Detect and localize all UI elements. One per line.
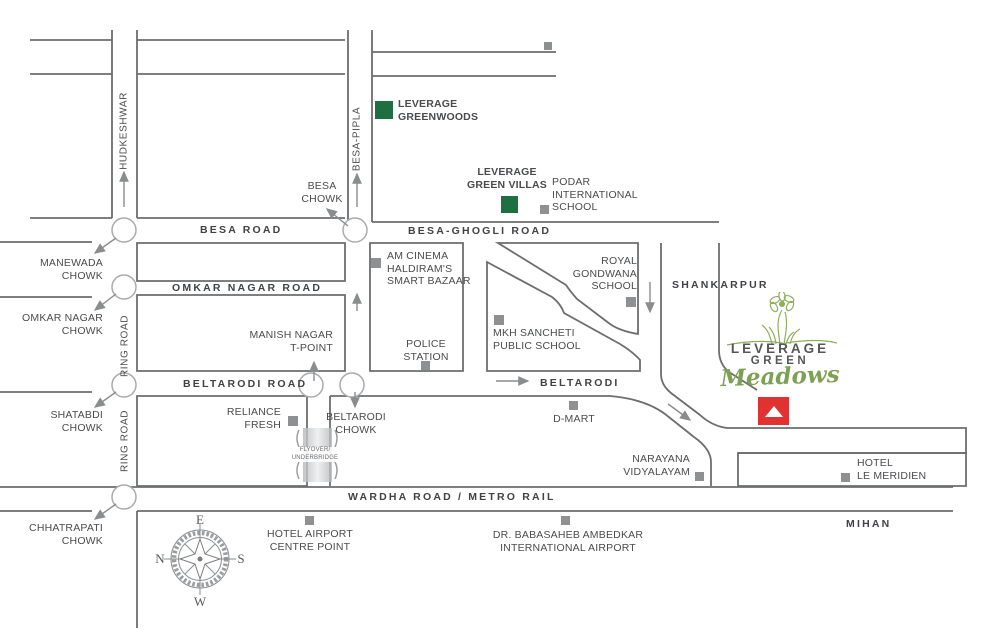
omkar-nagar-road-label: OMKAR NAGAR ROAD: [172, 282, 323, 294]
chhatrapati-chowk-label: CHHATRAPATI CHOWK: [29, 522, 103, 547]
shankarpur-label: SHANKARPUR: [672, 279, 769, 291]
ring-road-label-lower: RING ROAD: [119, 409, 131, 473]
compass-left-label: N: [155, 551, 165, 566]
wardha-road-label: WARDHA ROAD / METRO RAIL: [348, 491, 556, 503]
beltarodi-chowk-label: BELTARODI CHOWK: [326, 411, 386, 436]
junction-circles: [111, 217, 368, 510]
dmart-marker: [569, 401, 578, 410]
compass-top-label: E: [196, 512, 204, 527]
beltarodi-dir-label: BELTARODI: [540, 377, 620, 389]
podar-label: PODAR INTERNATIONAL SCHOOL: [552, 176, 638, 214]
ring-road-label-upper: RING ROAD: [119, 314, 131, 378]
compass-rose: E N S W: [155, 512, 244, 609]
dmart-label: D-MART: [553, 413, 595, 425]
le-meridien-label: HOTEL LE MERIDIEN: [857, 457, 927, 482]
narayana-label: NARAYANA VIDYALAYAM: [623, 453, 690, 478]
shatabdi-arrow: [93, 391, 117, 408]
brand-name-meadows: Meadows: [719, 360, 841, 393]
roads: [0, 30, 967, 628]
podar-marker: [540, 205, 549, 214]
narayana-marker: [695, 472, 704, 481]
southeast-dir-arrow: [667, 403, 692, 421]
compass-right-label: S: [237, 551, 244, 566]
plant-sketch-icon: [726, 292, 838, 346]
shatabdi-chowk-label: SHATABDI CHOWK: [50, 409, 103, 434]
manewada-arrow: [93, 237, 117, 254]
am-cinema-marker: [371, 258, 381, 268]
brand-name-green: GREEN: [750, 355, 810, 367]
greenwoods-marker: [375, 101, 393, 119]
airport-centre-marker: [305, 516, 314, 525]
besa-ghogli-road-label: BESA-GHOGLI ROAD: [408, 225, 552, 237]
villas-label: LEVERAGE GREEN VILLAS: [467, 166, 547, 191]
mkh-marker: [494, 315, 504, 325]
omkar-arrow: [93, 293, 117, 311]
mihan-label: MIHAN: [846, 518, 892, 530]
besa-chowk-label: BESA CHOWK: [301, 180, 343, 205]
beltarodi-road-label: BELTARODI ROAD: [183, 378, 308, 390]
direction-arrows: [93, 170, 692, 520]
project-location-marker: [758, 397, 789, 425]
compass-bottom-label: W: [194, 594, 207, 609]
royal-label: ROYAL GONDWANA SCHOOL: [572, 255, 637, 293]
manewada-chowk-label: MANEWADA CHOWK: [39, 257, 103, 282]
airport-centre-label: HOTEL AIRPORT CENTRE POINT: [266, 528, 354, 553]
greenwoods-label: LEVERAGE GREENWOODS: [398, 98, 479, 123]
marker-triangle-icon: [764, 405, 783, 417]
besa-pipla-road-label: BESA-PIPLA: [351, 106, 363, 172]
besa-chowk-arrow: [325, 208, 349, 227]
royal-marker: [626, 297, 636, 307]
brand-name-leverage: LEVERAGE: [730, 341, 830, 356]
ambedkar-airport-label: DR. BABASAHEB AMBEDKAR INTERNATIONAL AIR…: [492, 529, 644, 554]
manish-tpoint-label: MANISH NAGAR T-POINT: [249, 329, 333, 354]
reliance-marker: [288, 416, 298, 426]
ambedkar-airport-marker: [561, 516, 570, 525]
flyover-brackets: [296, 429, 338, 480]
am-cinema-label: AM CINEMA HALDIRAM'S SMART BAZAAR: [387, 250, 471, 288]
police-label: POLICE STATION: [403, 338, 449, 363]
besa-road-label: BESA ROAD: [200, 224, 283, 236]
mkh-label: MKH SANCHETI PUBLIC SCHOOL: [493, 327, 581, 352]
omkar-chowk-label: OMKAR NAGAR CHOWK: [22, 312, 103, 337]
hudkeshwar-road-label: HUDKESHWAR: [118, 92, 130, 170]
road-end-marker: [544, 42, 552, 50]
le-meridien-marker: [841, 473, 850, 482]
flyover-label: FLYOVER/ UNDERBRIDGE: [286, 447, 344, 462]
chhatrapati-arrow: [93, 503, 117, 520]
reliance-label: RELIANCE FRESH: [226, 406, 281, 431]
villas-marker: [501, 196, 518, 213]
police-marker: [421, 361, 430, 370]
